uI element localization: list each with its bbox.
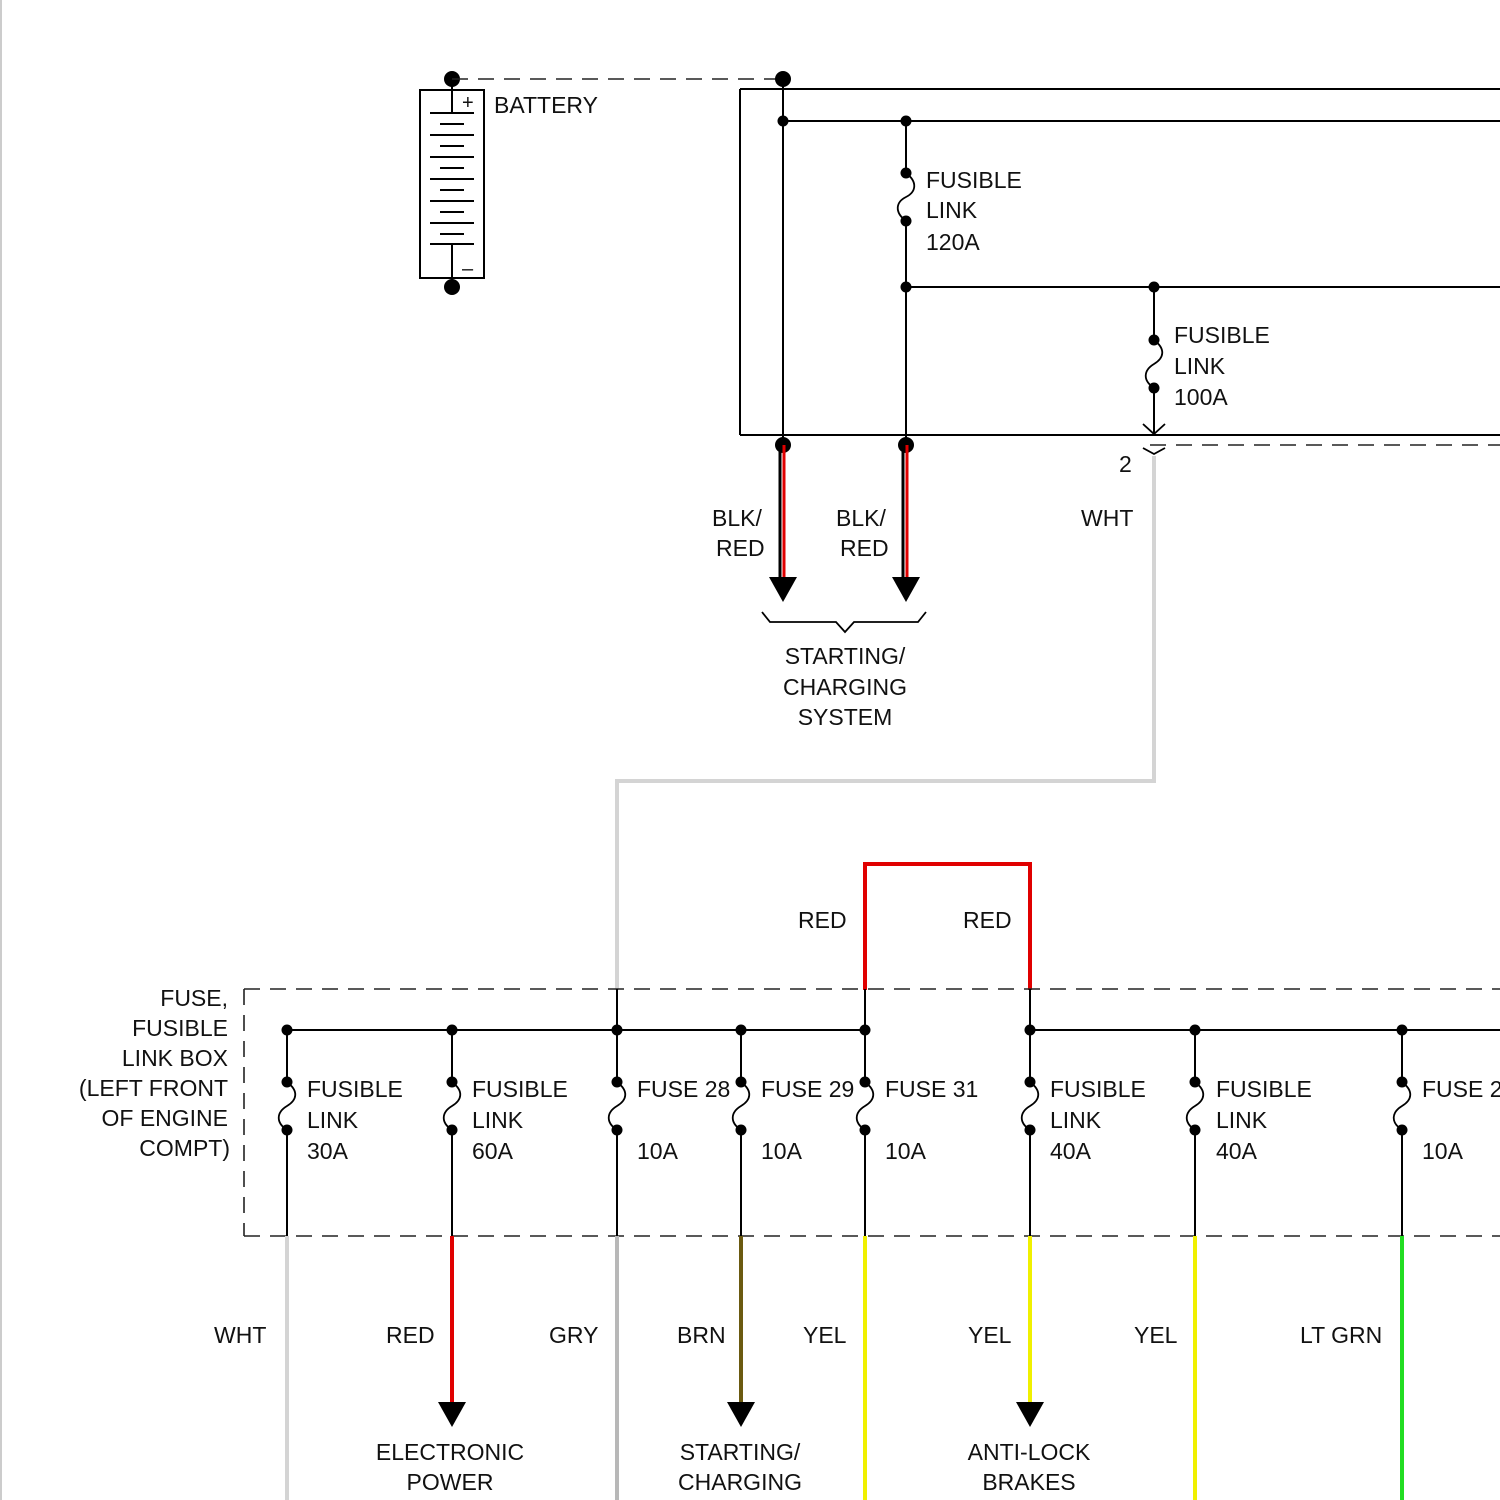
- fuse-branch-gry: [609, 1025, 626, 1500]
- fuse-box-label-line4: (LEFT FRONT: [79, 1075, 228, 1101]
- fuse-2-line1: FUSE 2: [1422, 1076, 1500, 1102]
- out-wire-label-red: RED: [386, 1322, 435, 1348]
- fuse-29-rating: 10A: [761, 1138, 803, 1164]
- fuse-28-rating: 10A: [637, 1138, 679, 1164]
- blk-red-wire-2: [892, 437, 920, 602]
- fusible-link-100a-rating: 100A: [1174, 384, 1228, 410]
- out-wire-label-yel-3: YEL: [1134, 1322, 1178, 1348]
- fuse-branch-red: [438, 1025, 466, 1428]
- fusible-link-120a-rating: 120A: [926, 229, 980, 255]
- fuse-box-label-line2: FUSIBLE: [132, 1015, 228, 1041]
- fuse-31-rating: 10A: [885, 1138, 927, 1164]
- blk-red-wire-1: [769, 437, 797, 602]
- wire-label-blk-red-2-line1: BLK/: [836, 505, 886, 531]
- wire-label-wht-top: WHT: [1081, 505, 1133, 531]
- out-wire-label-yel-2: YEL: [968, 1322, 1012, 1348]
- out-wire-label-yel-1: YEL: [803, 1322, 847, 1348]
- dest-electronic-line2: POWER: [407, 1469, 494, 1495]
- dest-abs-line2: BRAKES: [982, 1469, 1075, 1495]
- fuse-40a-b-line2: LINK: [1216, 1107, 1268, 1133]
- fuse-30a-line2: LINK: [307, 1107, 359, 1133]
- arrow-yel-2: [1016, 1402, 1044, 1427]
- connector-2-symbol: [1143, 388, 1165, 454]
- fuse-branch-yel-2: [1016, 1025, 1044, 1428]
- fuse-60a-line1: FUSIBLE: [472, 1076, 568, 1102]
- fusible-link-120a-symbol: [898, 168, 915, 227]
- fuse-40a-b-line1: FUSIBLE: [1216, 1076, 1312, 1102]
- dest-starting-line2: CHARGING: [678, 1469, 802, 1495]
- fuse-box-label-line5: OF ENGINE: [101, 1105, 228, 1131]
- fuse-branch-lt-grn: [1394, 1025, 1411, 1500]
- wire-label-blk-red-1-line1: BLK/: [712, 505, 762, 531]
- main-fuse-box-outline: [740, 89, 1500, 445]
- arrow-red: [438, 1402, 466, 1427]
- battery-minus-sign: –: [462, 258, 474, 280]
- fuse-60a-rating: 60A: [472, 1138, 514, 1164]
- lower-fuse-box-outline: [244, 989, 1500, 1236]
- out-wire-label-brn: BRN: [677, 1322, 726, 1348]
- starting-charging-system-line3: SYSTEM: [798, 704, 893, 730]
- battery-plus-sign: +: [462, 92, 474, 114]
- wire-label-blk-red-1-line2: RED: [716, 535, 765, 561]
- battery-symbol: [420, 71, 484, 295]
- jumper-label-right: RED: [963, 907, 1012, 933]
- fuse-60a-line2: LINK: [472, 1107, 524, 1133]
- dest-starting-line1: STARTING/: [680, 1439, 801, 1465]
- battery-label: BATTERY: [494, 92, 598, 118]
- out-wire-label-gry: GRY: [549, 1322, 598, 1348]
- jumper-label-left: RED: [798, 907, 847, 933]
- fuse-30a-line1: FUSIBLE: [307, 1076, 403, 1102]
- fuse-branch-brn: [727, 1025, 755, 1428]
- wire-label-blk-red-2-line2: RED: [840, 535, 889, 561]
- fuse-2-rating: 10A: [1422, 1138, 1464, 1164]
- starting-charging-system-line2: CHARGING: [783, 674, 907, 700]
- fuse-30a-rating: 30A: [307, 1138, 349, 1164]
- fuse-branch-yel-3: [1187, 1025, 1204, 1500]
- connector-2-pin-label: 2: [1119, 451, 1132, 477]
- fusible-link-120a-line1: FUSIBLE: [926, 167, 1022, 193]
- out-wire-label-lt-grn: LT GRN: [1300, 1322, 1382, 1348]
- out-wire-label-wht: WHT: [214, 1322, 266, 1348]
- fuse-branch-yel-1: [857, 1025, 874, 1500]
- fuse-40a-a-line2: LINK: [1050, 1107, 1102, 1133]
- fuse-40a-a-line1: FUSIBLE: [1050, 1076, 1146, 1102]
- fuse-40a-a-rating: 40A: [1050, 1138, 1092, 1164]
- starting-charging-brace: [762, 612, 926, 632]
- fusible-link-120a-line2: LINK: [926, 197, 978, 223]
- fuse-29-line1: FUSE 29: [761, 1076, 854, 1102]
- fuse-40a-b-rating: 40A: [1216, 1138, 1258, 1164]
- fuse-box-label-line3: LINK BOX: [122, 1045, 228, 1071]
- dest-abs-line1: ANTI-LOCK: [968, 1439, 1091, 1465]
- fusible-link-100a-symbol: [1146, 335, 1163, 394]
- fuse-box-label-line1: FUSE,: [160, 985, 228, 1011]
- fuse-box-label-line6: COMPT): [139, 1135, 230, 1161]
- starting-charging-system-line1: STARTING/: [785, 643, 906, 669]
- fusible-link-100a-line2: LINK: [1174, 353, 1226, 379]
- fuse-28-line1: FUSE 28: [637, 1076, 730, 1102]
- fuse-31-line1: FUSE 31: [885, 1076, 978, 1102]
- fusible-link-100a-line1: FUSIBLE: [1174, 322, 1270, 348]
- dest-electronic-line1: ELECTRONIC: [376, 1439, 524, 1465]
- arrow-brn: [727, 1402, 755, 1427]
- fuse-branch-wht: [279, 1025, 296, 1500]
